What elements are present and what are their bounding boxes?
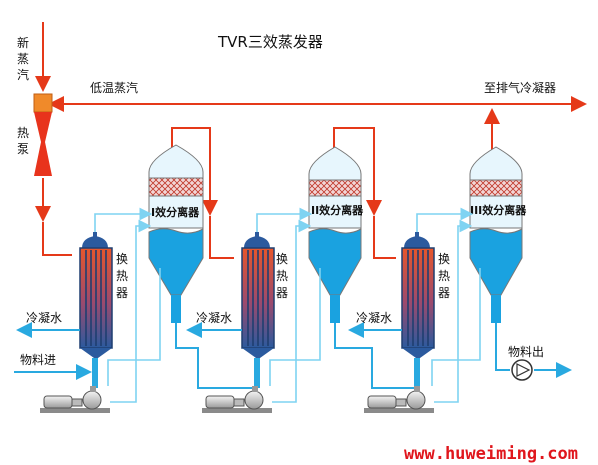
condensate-label-2: 冷凝水 [196,310,232,325]
svg-text:蒸: 蒸 [17,52,29,66]
feed-in-label: 物料进 [20,353,56,367]
svg-text:泵: 泵 [17,142,29,156]
circulation-pump-2 [202,386,272,413]
svg-text:换: 换 [438,252,450,266]
separator-3-label: III效分离器 [470,203,527,217]
svg-text:换: 换 [276,252,288,266]
heat-exchanger-3 [401,232,435,388]
website-watermark: www.huweiming.com [404,444,578,464]
heat-exchanger-1 [79,232,113,388]
product-pump-icon [511,359,533,381]
svg-text:新: 新 [17,35,29,50]
svg-text:热: 热 [17,126,29,140]
svg-text:器: 器 [276,286,288,300]
svg-text:换: 换 [116,252,128,266]
heat-pump-label: 热 泵 [17,126,29,156]
exchanger-3-label: 换 热 器 [438,252,450,300]
separator-1: I效分离器 [148,144,204,323]
circulation-pump-1 [40,386,110,413]
diagram-title: TVR三效蒸发器 [217,33,323,51]
svg-text:器: 器 [116,286,128,300]
condensate-label-3: 冷凝水 [356,310,392,325]
condensate-label-1: 冷凝水 [26,310,62,325]
steam-lines [35,22,587,259]
svg-text:器: 器 [438,286,450,300]
svg-text:热: 热 [276,269,288,283]
liquid-lines [14,322,572,389]
fresh-steam-label: 新 蒸 汽 [17,35,29,82]
separator-2-label: II效分离器 [311,203,364,217]
svg-text:热: 热 [116,269,128,283]
svg-text:汽: 汽 [17,67,29,82]
circulation-lines [94,207,481,403]
separator-2: II效分离器 [308,146,364,323]
to-condenser-label: 至排气冷凝器 [484,80,556,95]
heat-pump [33,93,53,176]
exchanger-1-label: 换 热 器 [116,252,128,300]
svg-text:热: 热 [438,269,450,283]
product-out-label: 物料出 [508,345,544,359]
low-temp-steam-label: 低温蒸汽 [90,80,138,95]
exchanger-2-label: 换 热 器 [276,252,288,300]
separator-1-label: I效分离器 [151,205,200,219]
circulation-pump-3 [364,386,434,413]
heat-exchanger-2 [241,232,275,388]
separator-3: III效分离器 [469,146,527,323]
